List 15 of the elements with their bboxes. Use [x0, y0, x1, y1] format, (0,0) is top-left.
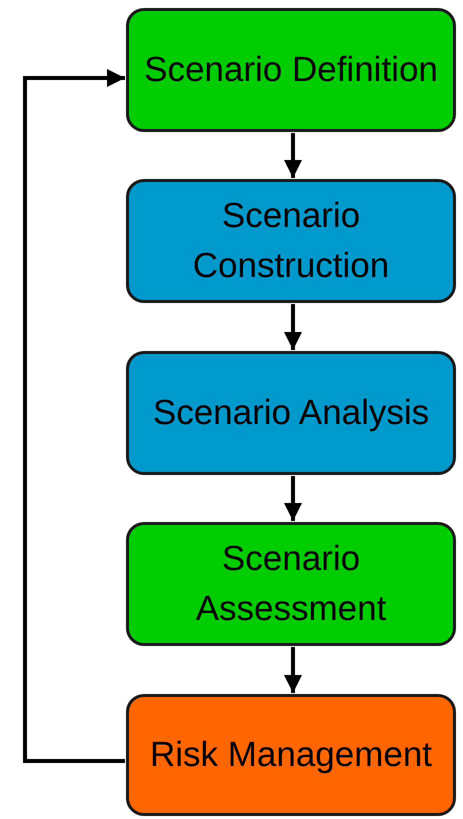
process-box — [126, 522, 456, 646]
box-label: Scenario Analysis — [152, 392, 430, 434]
box-label: Scenario Definition — [144, 49, 438, 91]
arrow — [284, 647, 302, 693]
box-label: Risk Management — [150, 734, 432, 776]
process-box — [126, 179, 456, 303]
box-label: Scenario Assessment — [194, 538, 388, 630]
process-box — [126, 694, 456, 816]
arrow — [284, 133, 302, 178]
arrow — [284, 476, 302, 521]
arrow — [23, 69, 125, 763]
process-box — [126, 8, 456, 132]
arrow — [284, 304, 302, 350]
process-box — [126, 351, 456, 475]
box-label: Scenario Construction — [192, 195, 390, 287]
